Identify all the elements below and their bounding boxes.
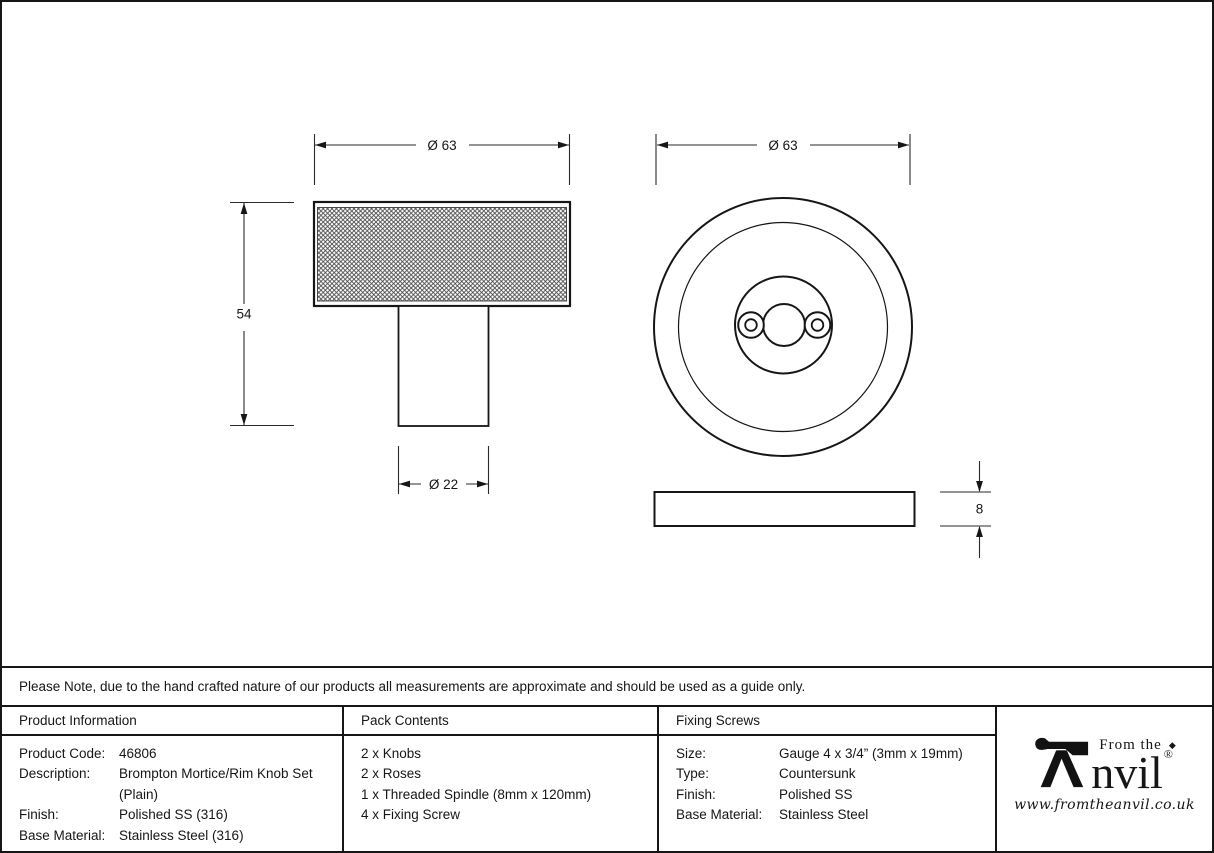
arrow-left-icon bbox=[315, 141, 326, 149]
stem-diameter-extension-lines bbox=[397, 446, 490, 494]
list-item: 2 x Roses bbox=[361, 766, 422, 782]
finish-value: Polished SS (316) bbox=[119, 807, 228, 823]
knob-front-view: Ø 63 54 Ø 22 bbox=[230, 134, 572, 494]
logo-prefix-text: From the bbox=[1099, 737, 1162, 754]
row-label: Finish: bbox=[19, 807, 59, 823]
brand-name: nvil ® bbox=[1091, 747, 1173, 799]
product-information-section: Product Information Product Code: 46806 … bbox=[2, 707, 344, 851]
pack-contents-header: Pack Contents bbox=[344, 707, 657, 736]
fixing-screws-body: Size: Gauge 4 x 3/4” (3mm x 19mm) Type: … bbox=[659, 736, 995, 826]
screw-finish-value: Polished SS bbox=[779, 786, 853, 802]
product-code-value: 46806 bbox=[119, 746, 157, 761]
row-label: Product Code: bbox=[19, 746, 106, 761]
fixing-screws-header: Fixing Screws bbox=[659, 707, 995, 736]
arrow-left-icon bbox=[657, 141, 668, 149]
rose-side-outline bbox=[653, 491, 916, 527]
table-row: Base Material: Stainless Steel (316) bbox=[19, 826, 334, 846]
arrow-up-icon bbox=[976, 526, 983, 537]
logo-wordmark: From the ◆ nvil ® bbox=[1032, 734, 1177, 799]
rose-thickness-extension-lines bbox=[940, 491, 991, 527]
rose-diameter-label: Ø 63 bbox=[768, 138, 797, 153]
row-label: Size: bbox=[676, 746, 707, 761]
row-label: Description: bbox=[19, 766, 91, 782]
arrow-up-icon bbox=[240, 203, 248, 214]
product-information-header-text: Product Information bbox=[19, 713, 137, 728]
registered-trademark-icon: ® bbox=[1163, 747, 1173, 762]
logo-prefix: From the ◆ bbox=[1099, 737, 1177, 754]
brand-website: www.fromtheanvil.co.uk bbox=[1014, 796, 1195, 813]
screw-hole-left-inner bbox=[744, 318, 758, 332]
fixing-screws-header-text: Fixing Screws bbox=[676, 713, 761, 728]
table-row: Size: Gauge 4 x 3/4” (3mm x 19mm) bbox=[676, 744, 987, 764]
knob-knurled-texture bbox=[317, 207, 567, 302]
row-label: Type: bbox=[676, 766, 710, 782]
rose-diameter-extension-lines bbox=[655, 134, 911, 185]
anvil-icon bbox=[1035, 737, 1089, 787]
knob-height-label: 54 bbox=[236, 307, 252, 322]
arrow-right-icon bbox=[898, 141, 909, 149]
knob-stem-outline bbox=[397, 305, 490, 427]
pack-contents-header-text: Pack Contents bbox=[361, 713, 449, 728]
screw-size-value: Gauge 4 x 3/4” (3mm x 19mm) bbox=[779, 746, 963, 761]
arrow-left-icon bbox=[399, 480, 410, 488]
rose-thickness-label: 8 bbox=[976, 502, 984, 517]
screw-hole-right-inner bbox=[810, 318, 825, 332]
arrow-right-icon bbox=[558, 141, 569, 149]
list-item: 4 x Fixing Screw bbox=[361, 807, 461, 823]
diamond-icon: ◆ bbox=[1168, 740, 1177, 751]
brand-logo-cell: From the ◆ nvil ® www.fromtheanvil.co.uk bbox=[997, 707, 1212, 851]
fixing-screws-section: Fixing Screws Size: Gauge 4 x 3/4” (3mm … bbox=[659, 707, 997, 851]
arrow-down-icon bbox=[240, 414, 248, 425]
table-row: Base Material: Stainless Steel bbox=[676, 805, 987, 825]
screw-type-value: Countersunk bbox=[779, 766, 856, 782]
measurement-note: Please Note, due to the hand crafted nat… bbox=[2, 666, 1212, 707]
technical-drawing: Ø 63 54 Ø 22 Ø 63 bbox=[230, 134, 991, 558]
list-item: 1 x Threaded Spindle (8mm x 120mm) bbox=[361, 786, 592, 802]
table-row: Product Code: 46806 bbox=[19, 744, 334, 764]
product-information-header: Product Information bbox=[2, 707, 342, 736]
from-the-anvil-logo: From the ◆ nvil ® www.fromtheanvil.co.uk bbox=[1014, 734, 1195, 813]
table-row: Description: Brompton Mortice/Rim Knob S… bbox=[19, 764, 334, 805]
knob-height-extension-lines bbox=[230, 201, 294, 427]
measurement-note-text: Please Note, due to the hand crafted nat… bbox=[19, 679, 806, 694]
description-value: Brompton Mortice/Rim Knob Set (Plain) bbox=[119, 766, 313, 802]
list-item: 2 x Knobs bbox=[361, 746, 422, 761]
pack-contents-body: 2 x Knobs 2 x Roses 1 x Threaded Spindle… bbox=[344, 736, 657, 826]
table-row: Finish: Polished SS (316) bbox=[19, 805, 334, 825]
product-information-body: Product Code: 46806 Description: Brompto… bbox=[2, 736, 342, 846]
spindle-hole bbox=[762, 303, 806, 347]
logo-text-block: From the ◆ nvil ® bbox=[1091, 737, 1177, 799]
rose-front-view: Ø 63 bbox=[653, 134, 913, 457]
info-table: Product Information Product Code: 46806 … bbox=[2, 707, 1212, 851]
knob-diameter-extension-lines bbox=[313, 134, 571, 185]
arrow-right-icon bbox=[477, 480, 488, 488]
row-label: Finish: bbox=[676, 786, 716, 802]
brand-name-text: nvil bbox=[1091, 747, 1163, 799]
rose-side-view: 8 bbox=[653, 461, 991, 558]
row-label: Base Material: bbox=[19, 827, 106, 843]
base-material-value: Stainless Steel (316) bbox=[119, 827, 244, 843]
table-row: Type: Countersunk bbox=[676, 764, 987, 784]
stem-diameter-label: Ø 22 bbox=[429, 477, 458, 492]
pack-contents-section: Pack Contents 2 x Knobs 2 x Roses 1 x Th… bbox=[344, 707, 659, 851]
row-label: Base Material: bbox=[676, 807, 763, 823]
screw-base-material-value: Stainless Steel bbox=[779, 807, 869, 823]
table-row: Finish: Polished SS bbox=[676, 785, 987, 805]
knob-diameter-label: Ø 63 bbox=[427, 138, 456, 153]
arrow-down-icon bbox=[976, 481, 983, 492]
